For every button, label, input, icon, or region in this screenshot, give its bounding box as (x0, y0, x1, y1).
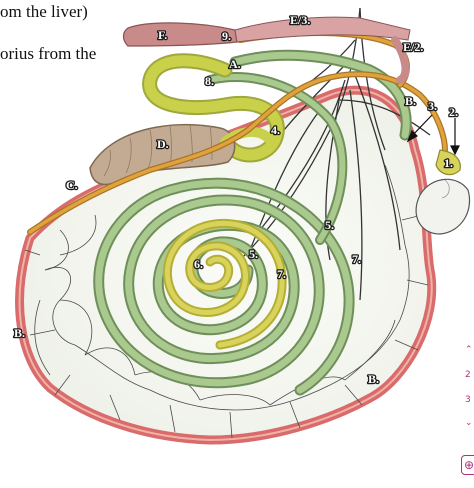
pointer-arrows (406, 114, 460, 156)
side-chevron-down-icon[interactable]: ⌄ (465, 418, 473, 428)
label-b-left: B. (14, 326, 25, 340)
cecum-bulb (415, 149, 471, 235)
label-1: 1. (444, 156, 453, 170)
side-add-button[interactable]: ⊕ (461, 455, 474, 475)
label-f: F. (158, 28, 167, 42)
label-5-center: 5. (249, 247, 258, 261)
label-2: 2. (449, 105, 458, 119)
label-b-bottom: B. (368, 372, 379, 386)
green-loop-upper (205, 49, 412, 245)
label-b-top: B. (405, 94, 416, 108)
jejunum-coils (142, 53, 285, 163)
label-a: A. (229, 57, 241, 71)
label-c: C. (66, 178, 78, 192)
caption-line-1: om the liver) (0, 2, 88, 21)
label-8: 8. (205, 74, 214, 88)
label-e3: E/3. (290, 13, 310, 27)
label-5-right: 5. (325, 218, 334, 232)
label-7-right: 7. (352, 252, 361, 266)
label-4: 4. (271, 123, 280, 137)
side-item-b[interactable]: 3 (465, 395, 471, 405)
plus-circle-icon: ⊕ (464, 458, 474, 472)
duodenum-f (122, 16, 411, 84)
label-3: 3. (428, 99, 437, 113)
label-9: 9. (222, 29, 231, 43)
mesenteric-arcades (24, 164, 429, 439)
spiral-colon-green (93, 177, 355, 396)
label-7-center: 7. (277, 267, 286, 281)
side-item-a[interactable]: 2 (465, 370, 471, 380)
label-d: D. (157, 137, 169, 151)
caption-line-2: orius from the (0, 44, 97, 63)
side-chevron-up-icon[interactable]: ⌃ (465, 345, 473, 355)
spiral-colon-yellow (162, 218, 287, 350)
label-6: 6. (194, 257, 203, 271)
label-e2: E/2. (403, 40, 423, 54)
